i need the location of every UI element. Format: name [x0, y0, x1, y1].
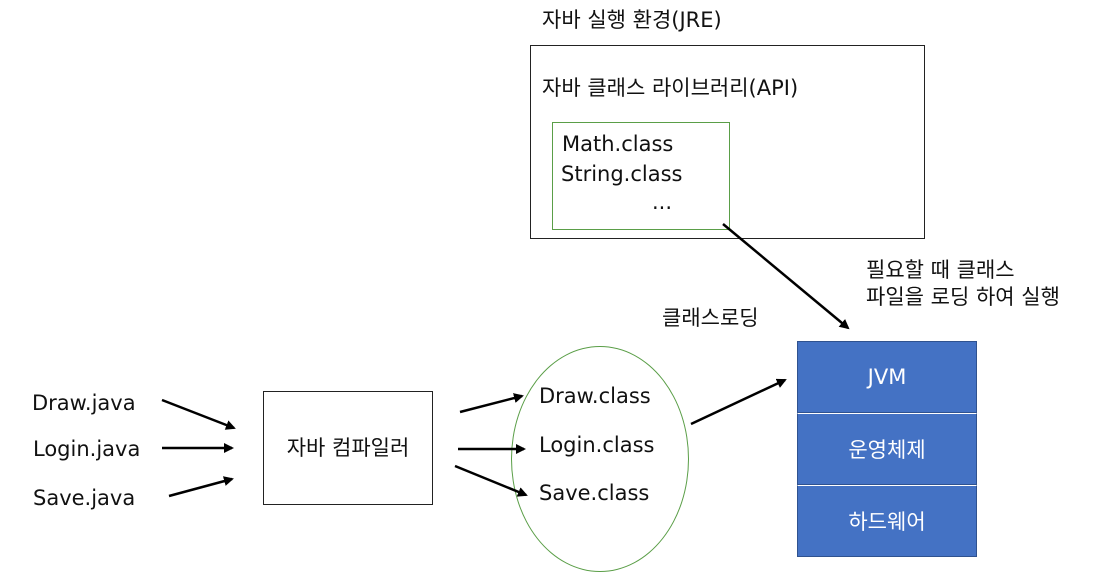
class-file-draw: Draw.class — [539, 384, 651, 408]
arrow-save-to-compiler — [168, 476, 234, 498]
note-line-2: 파일을 로딩 하여 실행 — [866, 285, 1060, 309]
layer-jvm: JVM — [797, 341, 977, 413]
arrow-compiler-to-draw-class — [459, 393, 524, 414]
source-file-save: Save.java — [33, 486, 136, 510]
api-library-box — [552, 122, 730, 230]
arrow-api-to-jvm — [722, 223, 850, 330]
jre-box — [530, 45, 925, 239]
arrow-compiler-to-save-class — [454, 464, 528, 497]
arrow-classes-to-jvm — [690, 378, 787, 426]
arrow-draw-to-compiler — [161, 398, 236, 430]
api-class-ellipsis: ... — [652, 190, 673, 214]
source-file-draw: Draw.java — [32, 391, 136, 415]
compiler-label: 자바 컴파일러 — [286, 436, 410, 460]
layer-hardware: 하드웨어 — [797, 485, 977, 557]
api-class-math: Math.class — [562, 132, 674, 156]
jre-title: 자바 실행 환경(JRE) — [542, 8, 722, 32]
layer-os: 운영체제 — [797, 413, 977, 485]
note-line-1: 필요할 때 클래스 — [866, 258, 1015, 282]
platform-stack: JVM 운영체제 하드웨어 — [797, 341, 977, 557]
api-class-string: String.class — [561, 162, 683, 186]
class-file-save: Save.class — [539, 481, 650, 505]
compiler-box: 자바 컴파일러 — [263, 391, 433, 505]
class-loading-label: 클래스로딩 — [662, 306, 759, 330]
api-title: 자바 클래스 라이브러리(API) — [542, 76, 799, 100]
class-file-login: Login.class — [539, 433, 655, 457]
class-files-ellipse — [511, 346, 689, 572]
source-file-login: Login.java — [33, 437, 141, 461]
